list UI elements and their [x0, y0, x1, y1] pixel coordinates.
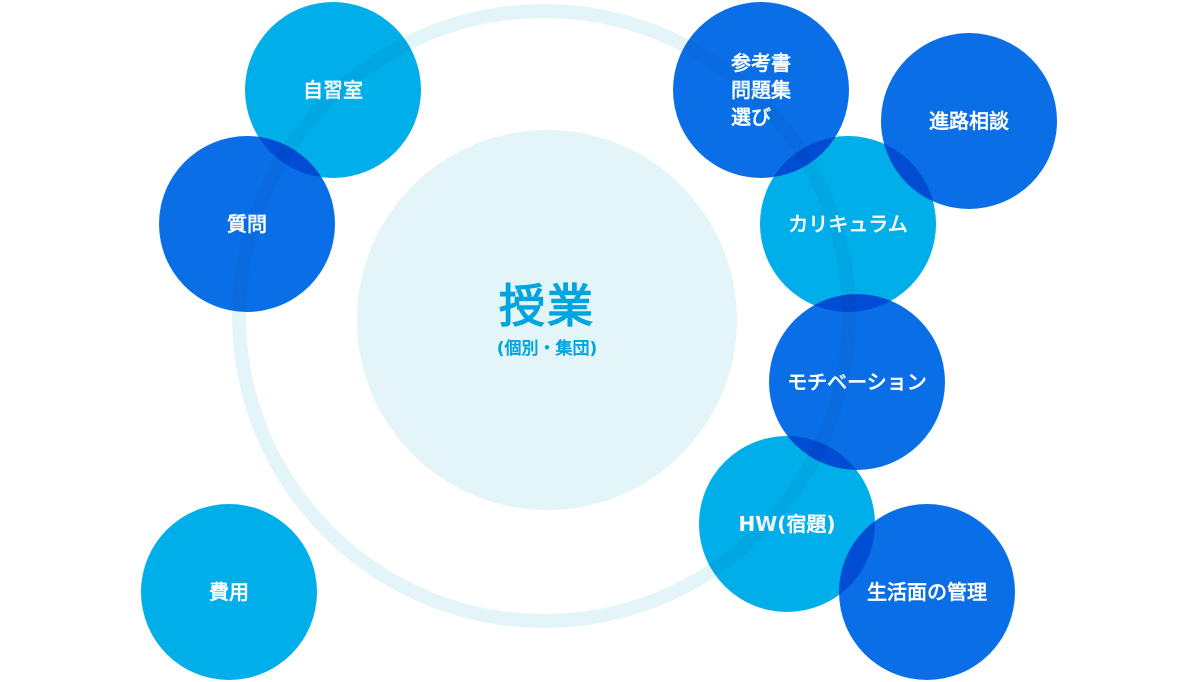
- bubble-questions[interactable]: 質問: [159, 136, 335, 312]
- bubble-label: 費用: [209, 579, 249, 604]
- bubble-label: HW(宿題): [738, 511, 836, 536]
- bubble-label: 参考書 問題集 選び: [731, 50, 791, 129]
- bubble-label: 生活面の管理: [867, 579, 987, 604]
- bubble-life-management[interactable]: 生活面の管理: [839, 504, 1015, 680]
- bubble-cost[interactable]: 費用: [141, 504, 317, 680]
- bubble-label: 進路相談: [929, 108, 1009, 133]
- bubble-label: 質問: [227, 211, 267, 236]
- bubble-study-room[interactable]: 自習室: [245, 2, 421, 178]
- center-title: 授業: [499, 279, 595, 334]
- bubble-label: モチベーション: [787, 369, 927, 394]
- bubble-curriculum[interactable]: カリキュラム: [760, 136, 936, 312]
- bubble-label: カリキュラム: [788, 211, 908, 236]
- bubble-label: 自習室: [303, 77, 363, 102]
- center-circle: 授業 (個別・集団): [357, 130, 737, 510]
- center-subtitle: (個別・集団): [496, 338, 598, 359]
